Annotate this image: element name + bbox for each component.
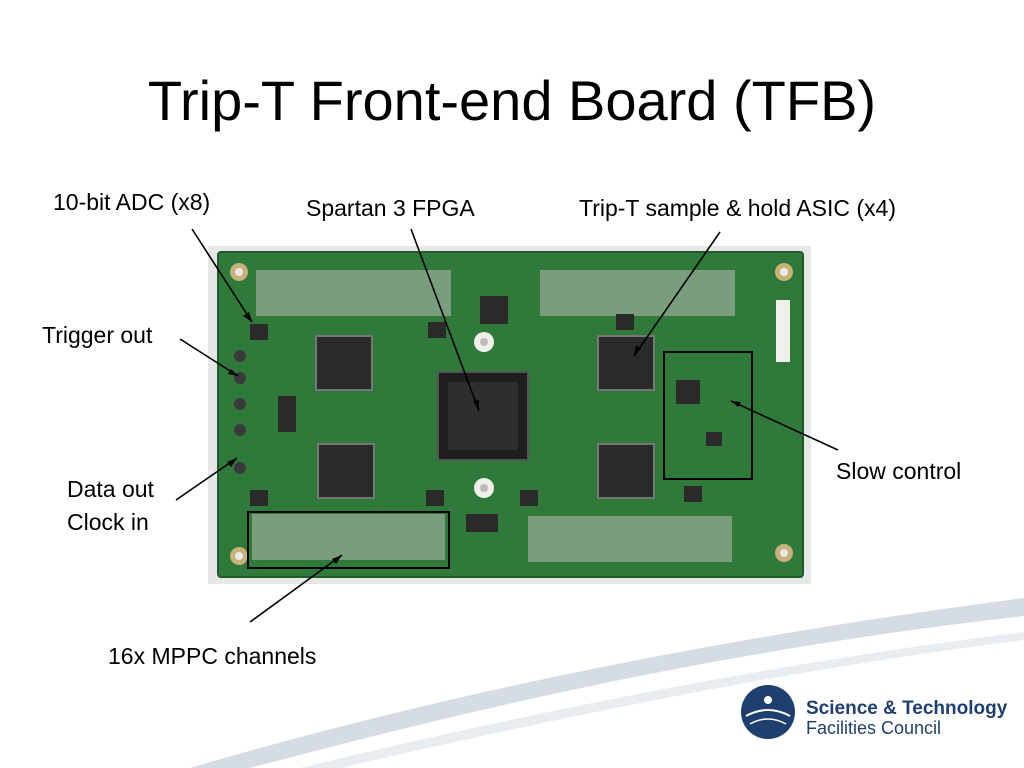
label-trigger-out: Trigger out: [42, 322, 153, 348]
trigger-leader-line: [179, 338, 239, 377]
label-fpga: Spartan 3 FPGA: [306, 195, 475, 221]
pcb-board-photo: [208, 246, 811, 584]
trigger-arrowhead: [228, 369, 238, 376]
slow-control-arrowhead: [731, 401, 741, 407]
asic-leader-line: [633, 231, 721, 357]
label-slow-control: Slow control: [836, 458, 962, 484]
label-asic: Trip-T sample & hold ASIC (x4): [579, 195, 896, 221]
mppc-leader-line: [249, 554, 343, 623]
fpga-leader-line: [410, 228, 480, 412]
logo-line-1: Science & Technology: [806, 698, 1008, 719]
label-mppc-channels: 16x MPPC channels: [108, 643, 317, 669]
logo-line-2: Facilities Council: [806, 718, 942, 738]
asic-arrowhead: [634, 345, 641, 356]
slide-title: Trip-T Front-end Board (TFB): [147, 69, 877, 132]
fpga-arrowhead: [473, 400, 479, 411]
adc-arrowhead: [243, 312, 252, 322]
data-clock-arrowhead: [227, 458, 237, 467]
slow-control-highlight-box: [663, 351, 753, 480]
label-data-out: Data out: [67, 476, 154, 502]
data-clock-leader-line: [175, 457, 238, 501]
mppc-highlight-box: [247, 511, 450, 569]
label-adc: 10-bit ADC (x8): [53, 189, 211, 215]
stfc-logo-icon: [741, 685, 795, 739]
mppc-arrowhead: [332, 555, 342, 564]
label-clock-in: Clock in: [67, 509, 149, 535]
adc-leader-line: [191, 228, 253, 323]
slow-control-leader-line: [730, 400, 839, 451]
